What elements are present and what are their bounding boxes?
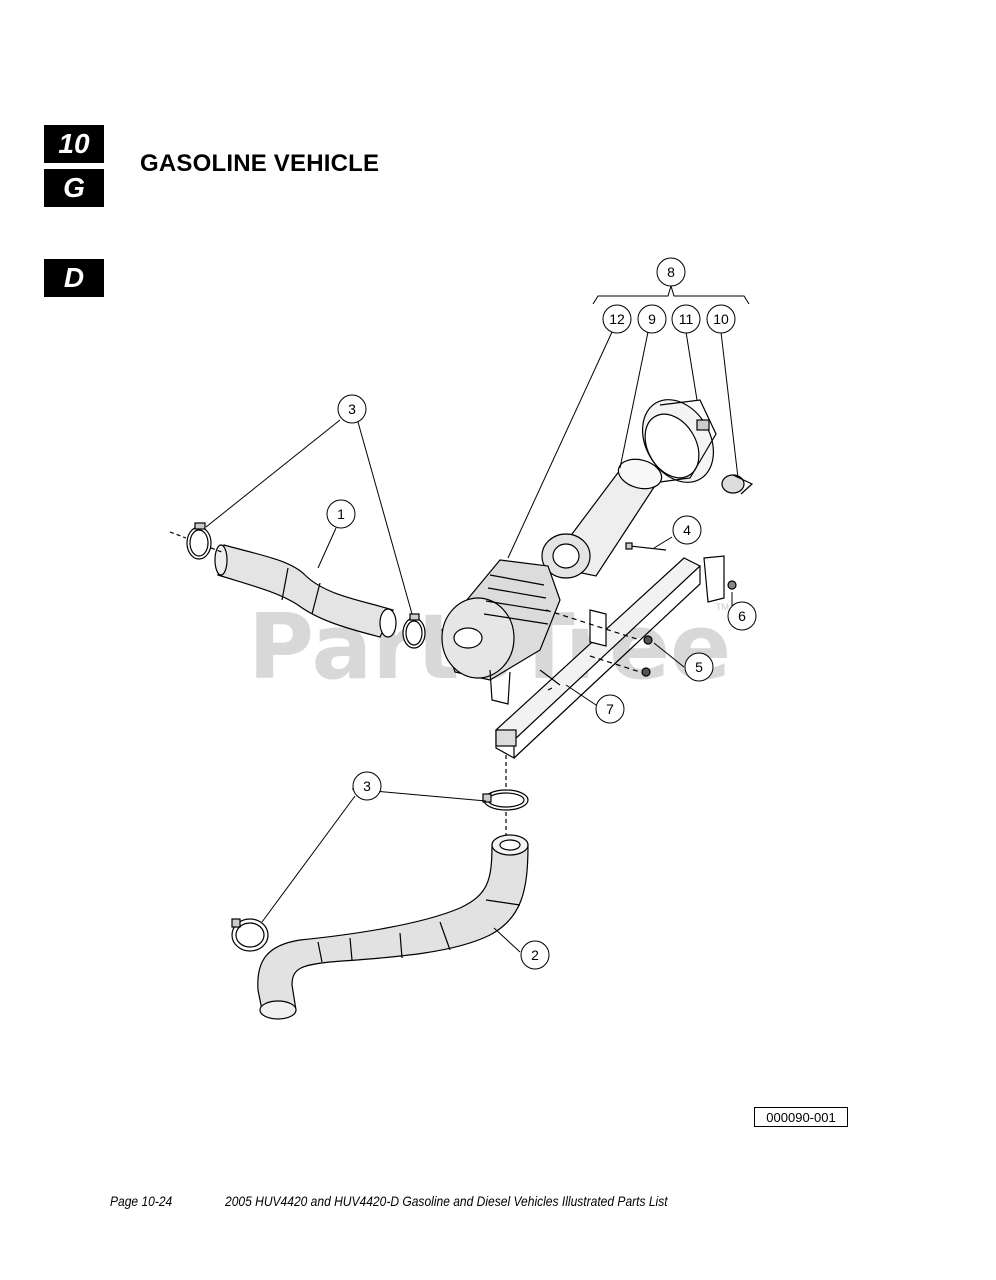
dust-valve: [721, 474, 754, 495]
svg-text:7: 7: [606, 701, 614, 717]
callout-2: 2: [520, 940, 550, 970]
footer-page-number: Page 10-24: [110, 1193, 173, 1209]
nut: [727, 580, 737, 590]
watermark-tm: TM: [716, 602, 729, 612]
callout-11: 11: [671, 304, 701, 334]
figure-id: 000090-001: [754, 1107, 848, 1127]
callout-12: 12: [602, 304, 632, 334]
svg-text:12: 12: [609, 311, 625, 327]
callout-9: 9: [637, 304, 667, 334]
svg-text:6: 6: [738, 608, 746, 624]
callout-6: 6: [727, 601, 757, 631]
callout-7: 7: [595, 694, 625, 724]
callout-4: 4: [672, 515, 702, 545]
callout-8: 8: [656, 257, 686, 287]
footer-document-title: 2005 HUV4420 and HUV4420-D Gasoline and …: [225, 1193, 668, 1209]
callout-3-lower: 3: [352, 771, 382, 801]
svg-text:1: 1: [337, 506, 345, 522]
air-cleaner-cover: [642, 399, 717, 483]
svg-text:11: 11: [679, 311, 694, 327]
hose-clamp-upper-left: [169, 522, 223, 560]
bolts: [545, 609, 653, 677]
callout-1: 1: [326, 499, 356, 529]
callouts: 8 12 9 11 10 3 1 4 6 5 7 3 2: [326, 257, 757, 970]
section-tab: G: [44, 169, 104, 207]
svg-text:3: 3: [348, 401, 356, 417]
chapter-tab: 10: [44, 125, 104, 163]
lower-hose: [257, 834, 529, 1020]
svg-text:5: 5: [695, 659, 703, 675]
svg-text:3: 3: [363, 778, 371, 794]
svg-text:2: 2: [531, 947, 539, 963]
support-bracket: [494, 555, 725, 760]
hose-clamp-lower-left: [231, 918, 269, 952]
callout-3-upper: 3: [337, 394, 367, 424]
air-cleaner-body: [441, 559, 561, 705]
page-title: GASOLINE VEHICLE: [140, 150, 380, 177]
inlet-hose: [214, 544, 397, 638]
hose-clamp-lower: [482, 755, 529, 838]
svg-text:8: 8: [667, 264, 675, 280]
callout-5: 5: [684, 652, 714, 682]
svg-text:9: 9: [648, 311, 656, 327]
hose-clamp-middle: [402, 613, 426, 649]
svg-text:10: 10: [713, 311, 729, 327]
bolt: [625, 542, 667, 551]
subsection-tab: D: [44, 259, 104, 297]
filter-element: [541, 458, 663, 579]
svg-text:4: 4: [683, 522, 691, 538]
callout-10: 10: [706, 304, 736, 334]
